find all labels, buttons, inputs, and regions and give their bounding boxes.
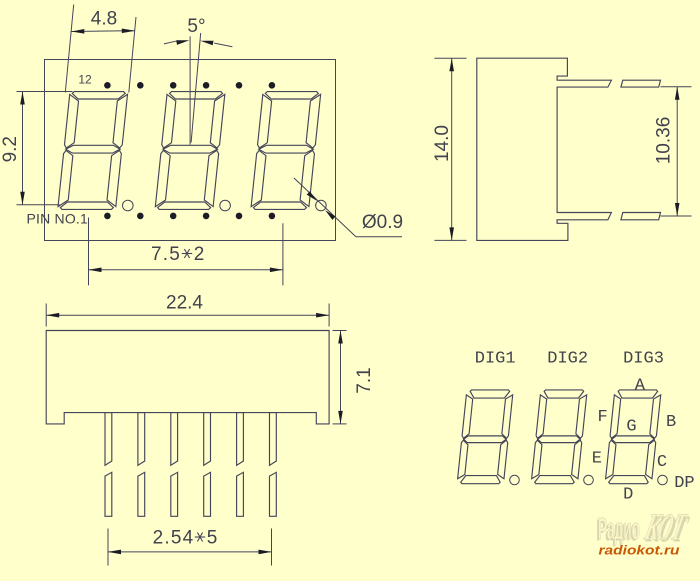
svg-text:Радио: Радио: [596, 513, 638, 548]
svg-text:A: A: [635, 377, 646, 396]
svg-text:12: 12: [78, 73, 92, 87]
svg-text:D: D: [623, 486, 633, 505]
svg-text:2.54: 2.54: [153, 528, 195, 549]
svg-text:5°: 5°: [187, 16, 205, 37]
svg-text:4.8: 4.8: [91, 8, 117, 29]
svg-text:Радио: Радио: [598, 511, 640, 546]
svg-text:DIG3: DIG3: [623, 350, 664, 369]
svg-text:DP: DP: [674, 474, 694, 493]
svg-text:5: 5: [207, 528, 218, 549]
svg-text:7.1: 7.1: [354, 367, 375, 393]
svg-text:F: F: [597, 408, 607, 427]
svg-text:Ø0.9: Ø0.9: [362, 212, 403, 233]
svg-text:10.36: 10.36: [654, 117, 675, 165]
svg-text:22.4: 22.4: [166, 293, 203, 314]
svg-text:9.2: 9.2: [0, 136, 21, 162]
svg-text:E: E: [592, 450, 602, 469]
svg-text:2: 2: [194, 244, 205, 265]
svg-text:КОТ: КОТ: [641, 507, 691, 548]
svg-text:C: C: [657, 453, 667, 472]
svg-text:PIN NO.1: PIN NO.1: [27, 211, 89, 227]
svg-text:DIG2: DIG2: [547, 350, 588, 369]
svg-text:DIG1: DIG1: [475, 350, 516, 369]
svg-text:radiokot.ru: radiokot.ru: [599, 543, 680, 558]
svg-text:G: G: [626, 418, 636, 437]
svg-text:B: B: [666, 413, 676, 432]
svg-text:14.0: 14.0: [432, 125, 453, 162]
svg-text:7.5: 7.5: [151, 244, 181, 265]
